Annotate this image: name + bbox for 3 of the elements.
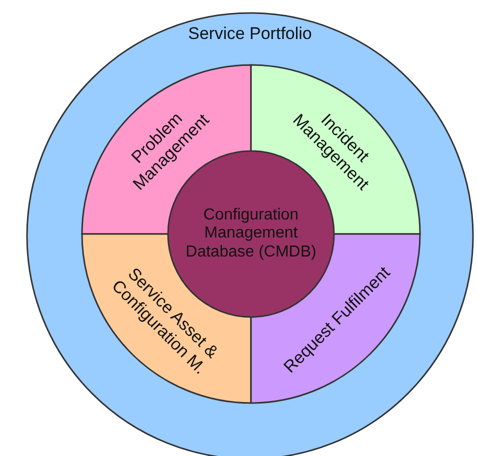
- portfolio-ring: [26, 12, 474, 456]
- segment-label: Configuration Management Database (CMDB): [184, 206, 318, 262]
- segment-label: Service Portfolio: [187, 24, 313, 44]
